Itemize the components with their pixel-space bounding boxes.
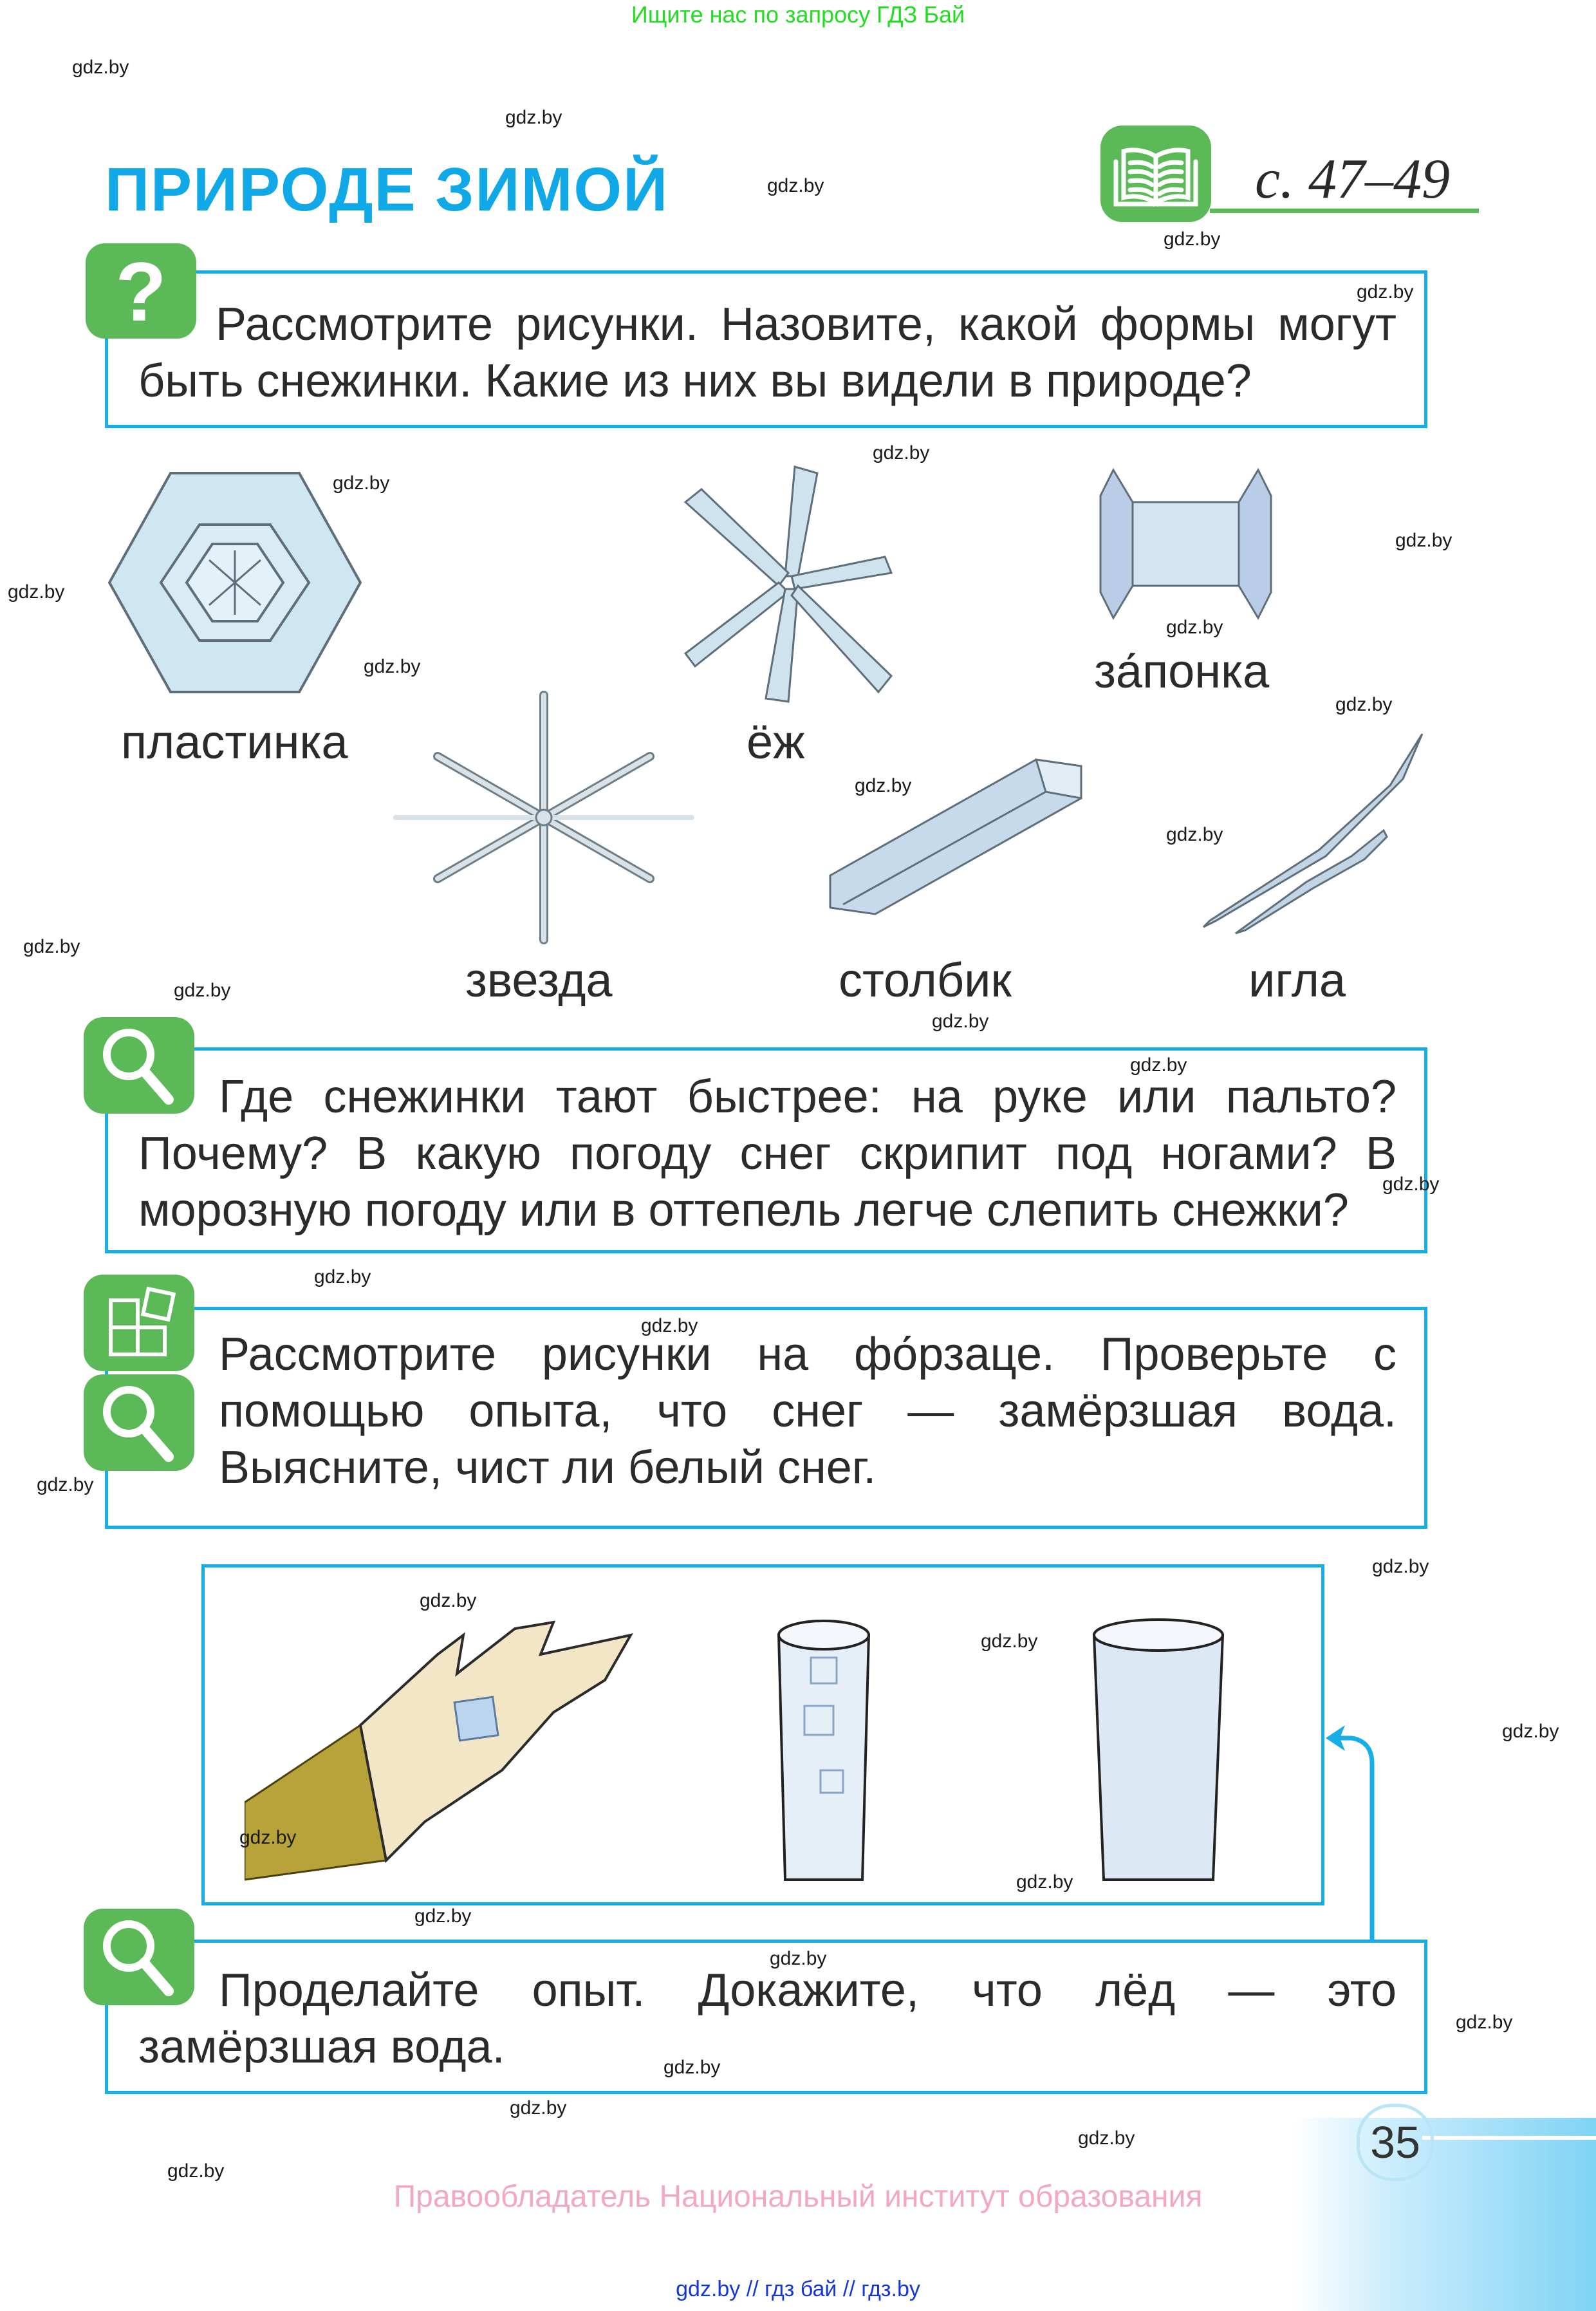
watermark: gdz.by [1382,1174,1440,1195]
watermark: gdz.by [1016,1871,1073,1893]
question-icon: ? [86,243,196,339]
watermark: gdz.by [174,980,231,1001]
task-box-experiment-snow [105,1307,1427,1529]
watermark: gdz.by [1502,1721,1559,1742]
hand-with-ice-cube-image [243,1609,644,1893]
snowflake-label-column: столбик [839,953,1012,1007]
watermark: gdz.by [23,936,80,957]
watermark: gdz.by [510,2097,567,2119]
magnifier-icon [84,1909,194,2005]
watermark: gdz.by [770,1948,827,1969]
watermark: gdz.by [767,175,824,196]
page-number: 35 [1357,2104,1434,2181]
snowflake-needle-image [1158,727,1429,940]
watermark: gdz.by [663,2057,721,2078]
watermark: gdz.by [72,57,129,78]
watermark: gdz.by [855,775,912,796]
watermark: gdz.by [1078,2128,1135,2149]
snowflake-label-plate: пластинка [121,715,348,769]
watermark: gdz.by [641,1315,698,1336]
header-underline [1210,209,1479,213]
snowflake-label-star: звезда [465,953,613,1007]
watermark: gdz.by [873,442,930,463]
snowflake-capped-column-image [1094,463,1281,624]
textbook-pages-reference: с. 47–49 [1255,148,1451,211]
footer-links[interactable]: gdz.by // гдз бай // гдз.by [676,2277,920,2301]
magnifier-icon [84,1017,194,1114]
task-box-observation [105,1047,1427,1253]
task-2-text: Где снежинки тают быстрее: на руке или п… [138,1071,1396,1236]
magnifier-icon [84,1374,194,1471]
open-book-icon [1100,126,1211,222]
task-box-question [105,270,1427,428]
watermark: gdz.by [364,656,421,677]
watermark: gdz.by [1357,281,1414,303]
watermark: gdz.by [1456,2012,1513,2033]
watermark: gdz.by [333,472,390,494]
task-4-text: Проделайте опыт. Докажите, что лёд — это… [138,1965,1396,2073]
page-title: ПРИРОДЕ ЗИМОЙ [105,155,669,224]
watermark: gdz.by [1372,1556,1429,1577]
watermark: gdz.by [414,1905,472,1927]
watermark: gdz.by [981,1631,1038,1652]
watermark: gdz.by [239,1827,297,1848]
glass-with-ice-image [772,1609,875,1893]
copyright-notice: Правообладатель Национальный институт об… [393,2180,1203,2214]
snowflake-label-needle: игла [1248,953,1346,1007]
watermark: gdz.by [1166,824,1223,845]
task-3-text: Рассмотрите рисунки на фо́рзаце. Проверь… [219,1329,1396,1493]
watermark: gdz.by [1166,617,1223,638]
page-number-line [1422,2136,1596,2140]
arrow-icon [1319,1725,1377,1944]
page-number-tab [1294,2118,1596,2311]
task-1-text: Рассмотрите рисунки. Назовите, какой фор… [138,299,1396,407]
question-glyph: ? [115,245,167,339]
watermark: gdz.by [314,1266,371,1287]
puzzle-icon [84,1275,194,1371]
watermark: gdz.by [505,107,562,128]
watermark: gdz.by [167,2160,225,2182]
watermark: gdz.by [932,1011,989,1032]
watermark: gdz.by [37,1474,94,1495]
watermark: gdz.by [420,1590,477,1611]
snowflake-plate-image [103,460,367,705]
watermark: gdz.by [1164,229,1221,250]
snowflake-hedgehog-image [666,454,911,711]
glass-with-water-image [1088,1609,1229,1893]
watermark: gdz.by [1130,1054,1187,1076]
task-box-experiment-ice [105,1940,1427,2094]
watermark: gdz.by [1335,694,1393,715]
search-banner: Ищите нас по запросу ГДЗ Бай [631,1,965,28]
snowflake-label-capped-column: за́понка [1094,644,1270,698]
watermark: gdz.by [8,581,65,603]
snowflake-label-hedgehog: ёж [747,715,805,769]
snowflake-column-image [824,747,1094,921]
watermark: gdz.by [1395,530,1452,551]
snowflake-star-image [389,682,698,953]
